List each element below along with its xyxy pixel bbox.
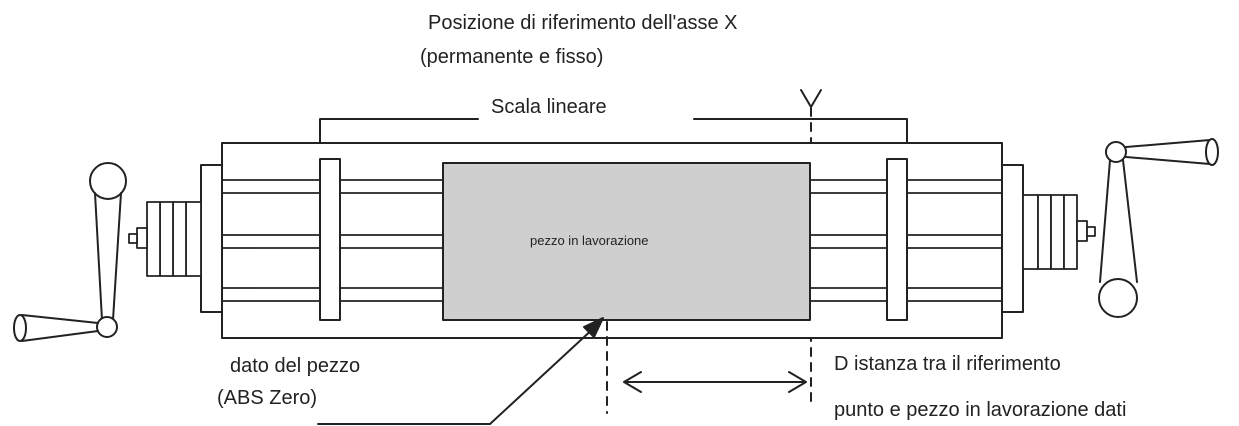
distance-label-line1: D istanza tra il riferimento	[834, 353, 1061, 375]
workpiece	[442, 162, 811, 321]
datum-label-line1: dato del pezzo	[230, 355, 360, 377]
right-clamp	[886, 158, 908, 321]
reference-title-line2: (permanente e fisso)	[420, 46, 603, 68]
datum-label-line2: (ABS Zero)	[217, 387, 317, 409]
linear-scale-label: Scala lineare	[491, 96, 607, 118]
linear-scale-bracket	[319, 118, 908, 144]
left-hub	[128, 201, 202, 277]
right-end-cap	[1001, 164, 1024, 313]
right-crank-handle-icon	[1098, 138, 1219, 318]
right-hub	[1022, 194, 1096, 270]
distance-arrow	[623, 371, 807, 393]
left-clamp	[319, 158, 341, 321]
reference-title-line1: Posizione di riferimento dell'asse X	[428, 12, 738, 34]
datum-leader-arrow	[317, 317, 604, 425]
left-crank-handle-icon	[13, 162, 127, 342]
reference-marker-icon	[800, 89, 822, 108]
left-end-cap	[200, 164, 223, 313]
workpiece-label: pezzo in lavorazione	[530, 233, 649, 248]
distance-label-line2: punto e pezzo in lavorazione dati	[834, 399, 1126, 421]
